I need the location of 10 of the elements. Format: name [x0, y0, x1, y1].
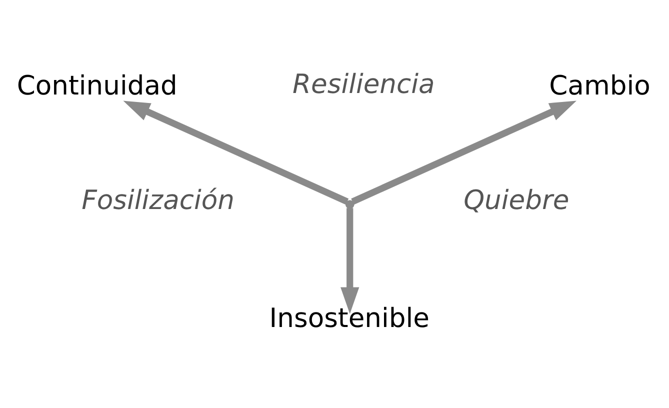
node-text: Insostenible — [269, 302, 430, 334]
node-text: Cambio — [549, 70, 650, 102]
node-point — [345, 200, 354, 208]
node-text: Continuidad — [16, 70, 178, 102]
arrow — [123, 100, 349, 204]
arrow — [340, 208, 360, 314]
arrow — [351, 100, 576, 204]
label: Resiliencia — [292, 68, 435, 100]
label: Quiebre — [464, 184, 570, 216]
label: Fosilización — [82, 184, 234, 216]
